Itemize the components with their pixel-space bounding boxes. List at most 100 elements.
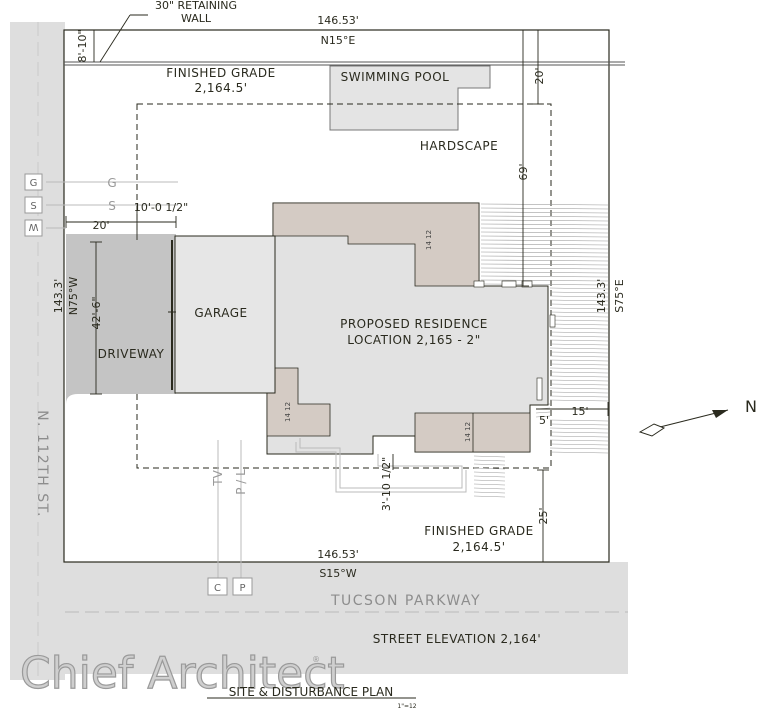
utility-box-g: [24, 173, 43, 191]
deck-hatch-line: [473, 467, 506, 470]
deck-hatch-line: [549, 375, 609, 378]
dim-bottom: 146.53': [317, 548, 359, 561]
deck-hatch-line: [549, 391, 609, 394]
deck-hatch-line: [480, 207, 609, 210]
deck-hatch-line: [473, 479, 506, 482]
deck-hatch-line: [549, 335, 609, 338]
utility-box-s-label: S: [30, 201, 36, 212]
deck-hatch-line: [480, 255, 609, 258]
deck-hatch: [473, 203, 609, 498]
deck-hatch-line: [473, 459, 506, 462]
deck-hatch-line: [480, 231, 609, 234]
dim-5: 5': [539, 414, 549, 427]
deck-hatch-line: [549, 295, 609, 298]
deck-hatch-line: [480, 263, 609, 266]
deck-hatch-line: [480, 223, 609, 226]
deck-hatch-line: [549, 351, 609, 354]
dim-143-left: 143.3': [52, 279, 65, 314]
deck-hatch-line: [549, 315, 609, 318]
deck-hatch-line: [549, 331, 609, 334]
dim-42: 42'-6": [90, 296, 103, 329]
plan-title: SITE & DISTURBANCE PLAN: [229, 685, 393, 699]
deck-hatch-line: [549, 291, 609, 294]
utility-box-w-label: W: [28, 221, 38, 232]
bearing-right: S75°E: [613, 279, 626, 312]
deck-hatch-line: [549, 319, 609, 322]
dim-top: 146.53': [317, 14, 359, 27]
swimming-pool: [329, 65, 491, 131]
utility-line-s-label: S: [108, 199, 116, 213]
utility-box-w: [24, 219, 43, 237]
deck-hatch-line: [549, 447, 609, 450]
utility-box-p-label: P: [239, 583, 245, 594]
roof-pitch-3: 14 12: [464, 422, 472, 442]
dim-15: 15': [571, 405, 588, 418]
dim-10: 10'-0 1/2": [134, 201, 188, 214]
deck-hatch-line: [549, 347, 609, 350]
deck-hatch-line: [473, 487, 506, 490]
bearing-top: N15°E: [321, 34, 356, 47]
north-arrow-icon: [638, 409, 729, 437]
deck-hatch-line: [535, 411, 551, 414]
dim-3-10: 3'-10 1/2": [380, 457, 393, 511]
deck-hatch-line: [549, 343, 609, 346]
street-elevation-label: STREET ELEVATION 2,164': [373, 632, 541, 646]
deck-hatch-line: [549, 387, 609, 390]
deck-hatch-line: [480, 271, 609, 274]
deck-hatch-line: [549, 371, 609, 374]
deck-hatch-line: [480, 235, 609, 238]
deck-hatch-line: [549, 367, 609, 370]
deck-hatch-line: [480, 211, 609, 214]
deck-hatch-line: [480, 267, 609, 270]
deck-hatch-line: [473, 463, 506, 466]
trademark: ®: [312, 655, 320, 664]
deck-hatch-line: [549, 287, 609, 290]
dim-20-top: 20': [533, 67, 546, 84]
deck-hatch-line: [473, 483, 506, 486]
deck-hatch-line: [549, 307, 609, 310]
deck-hatch-line: [549, 427, 609, 430]
utility-line-tv-label: TV: [211, 469, 225, 486]
deck-hatch-line: [480, 239, 609, 242]
deck-hatch-line: [549, 303, 609, 306]
retaining-wall-label-2: WALL: [181, 12, 212, 25]
utility-line-g-label: G: [107, 176, 116, 190]
deck-hatch-line: [480, 243, 609, 246]
street-label-bottom: TUCSON PARKWAY: [330, 593, 481, 609]
utility-box-c-label: C: [214, 583, 221, 594]
deck-hatch-line: [549, 435, 609, 438]
utility-box-s: [24, 196, 43, 214]
deck-hatch-line: [549, 451, 609, 454]
deck-hatch-line: [549, 359, 609, 362]
deck-hatch-line: [549, 379, 609, 382]
deck-hatch-line: [480, 251, 609, 254]
dim-setback-top: 8'-10": [76, 29, 89, 62]
deck-hatch-line: [549, 299, 609, 302]
deck-hatch-line: [480, 219, 609, 222]
retaining-wall-label-1: 30" RETAINING: [155, 0, 237, 12]
deck-hatch-line: [549, 311, 609, 314]
deck-hatch-line: [535, 415, 551, 418]
dim-69: 69': [517, 163, 530, 180]
deck-hatch-line: [549, 327, 609, 330]
finished-grade-bottom-1: FINISHED GRADE: [424, 524, 533, 538]
deck-hatch-line: [473, 491, 506, 494]
deck-hatch-line: [480, 247, 609, 250]
bearing-left: N75°W: [67, 277, 80, 316]
finished-grade-top-2: 2,164.5': [194, 81, 247, 95]
deck-hatch-line: [549, 339, 609, 342]
utility-line-pl-label: P / L: [234, 469, 248, 495]
dim-20-left: 20': [92, 219, 109, 232]
finished-grade-top-1: FINISHED GRADE: [166, 66, 275, 80]
hardscape-label: HARDSCAPE: [420, 139, 498, 153]
residence-label-1: PROPOSED RESIDENCE: [340, 317, 488, 331]
deck-hatch-line: [473, 495, 506, 498]
deck-hatch-line: [549, 399, 609, 402]
roof-se: [414, 412, 531, 453]
deck-hatch-line: [549, 323, 609, 326]
north-label: N: [745, 397, 757, 416]
street-tucson: [10, 562, 628, 674]
deck-hatch-line: [549, 355, 609, 358]
deck-hatch-line: [549, 443, 609, 446]
